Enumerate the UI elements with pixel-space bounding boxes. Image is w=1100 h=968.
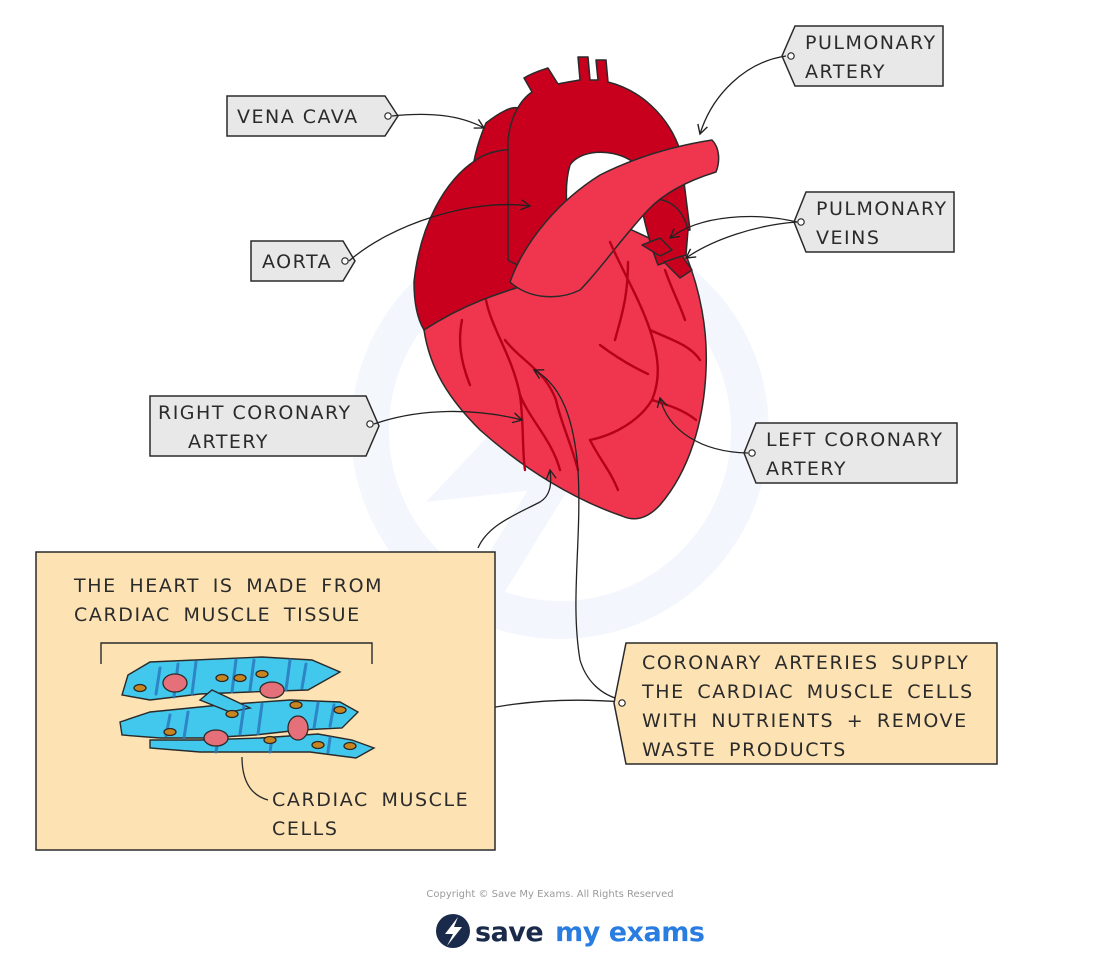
note-heart-tissue-line1: THE HEART IS MADE FROM — [73, 575, 383, 597]
note-coronary-function: CORONARY ARTERIES SUPPLY THE CARDIAC MUS… — [613, 642, 998, 765]
note-cardiac-cells-line1: CARDIAC MUSCLE — [272, 789, 469, 811]
arrow-vena-cava — [391, 113, 486, 129]
label-right-coronary-line1: RIGHT CORONARY — [158, 402, 352, 424]
brand-logo: save my exams — [436, 914, 705, 948]
label-pulmonary-veins-line1: PULMONARY — [816, 198, 948, 220]
label-right-coronary-line2: ARTERY — [188, 431, 269, 453]
pulmonary-vein-stubs — [641, 237, 693, 279]
label-pulmonary-artery: PULMONARY ARTERY — [781, 25, 944, 87]
cells-pointer-line — [241, 756, 269, 801]
label-pulmonary-veins: PULMONARY VEINS — [793, 191, 955, 253]
note-coronary-function-line2: THE CARDIAC MUSCLE CELLS — [641, 681, 974, 703]
note-heart-tissue: THE HEART IS MADE FROM CARDIAC MUSCLE TI… — [35, 551, 496, 851]
brand-myexams: my exams — [555, 917, 704, 948]
cell-nuclei — [133, 669, 357, 751]
copyright-text: Copyright © Save My Exams. All Rights Re… — [426, 889, 673, 900]
note-coronary-function-line4: WASTE PRODUCTS — [642, 739, 847, 761]
label-left-coronary-line1: LEFT CORONARY — [766, 429, 944, 451]
coronary-vessels — [458, 240, 702, 492]
label-vena-cava: VENA CAVA — [226, 95, 399, 137]
arrow-left-coronary — [656, 396, 749, 454]
heart-illustration — [413, 56, 720, 520]
arrow-heart-tissue — [477, 468, 557, 549]
label-aorta: AORTA — [250, 240, 356, 282]
brand-save: save — [475, 917, 543, 948]
label-left-coronary-artery: LEFT CORONARY ARTERY — [743, 422, 958, 484]
note-coronary-function-line1: CORONARY ARTERIES SUPPLY — [642, 652, 970, 674]
label-pulmonary-veins-line2: VEINS — [816, 227, 880, 249]
note-cardiac-cells-line2: CELLS — [272, 818, 339, 840]
label-vena-cava-text: VENA CAVA — [237, 106, 359, 128]
bracket — [100, 642, 373, 664]
note-coronary-function-line3: WITH NUTRIENTS + REMOVE — [642, 710, 968, 732]
arrow-pulmonary-artery — [697, 55, 787, 136]
note-heart-tissue-line2: CARDIAC MUSCLE TISSUE — [74, 604, 361, 626]
arrow-right-coronary — [373, 410, 524, 425]
label-pulmonary-artery-line2: ARTERY — [805, 61, 886, 83]
label-right-coronary-artery: RIGHT CORONARY ARTERY — [149, 395, 380, 457]
label-left-coronary-line2: ARTERY — [766, 458, 847, 480]
arrow-aorta — [348, 199, 532, 262]
arrow-coronary-function-up — [532, 369, 623, 701]
pulmonary-trunk — [509, 139, 720, 298]
label-aorta-text: AORTA — [262, 251, 332, 273]
arrow-pulmonary-veins-1 — [668, 215, 798, 239]
arrow-pulmonary-veins-2 — [684, 221, 798, 259]
svg-text:save my exams: save my exams — [475, 917, 704, 948]
label-pulmonary-artery-line1: PULMONARY — [805, 32, 937, 54]
